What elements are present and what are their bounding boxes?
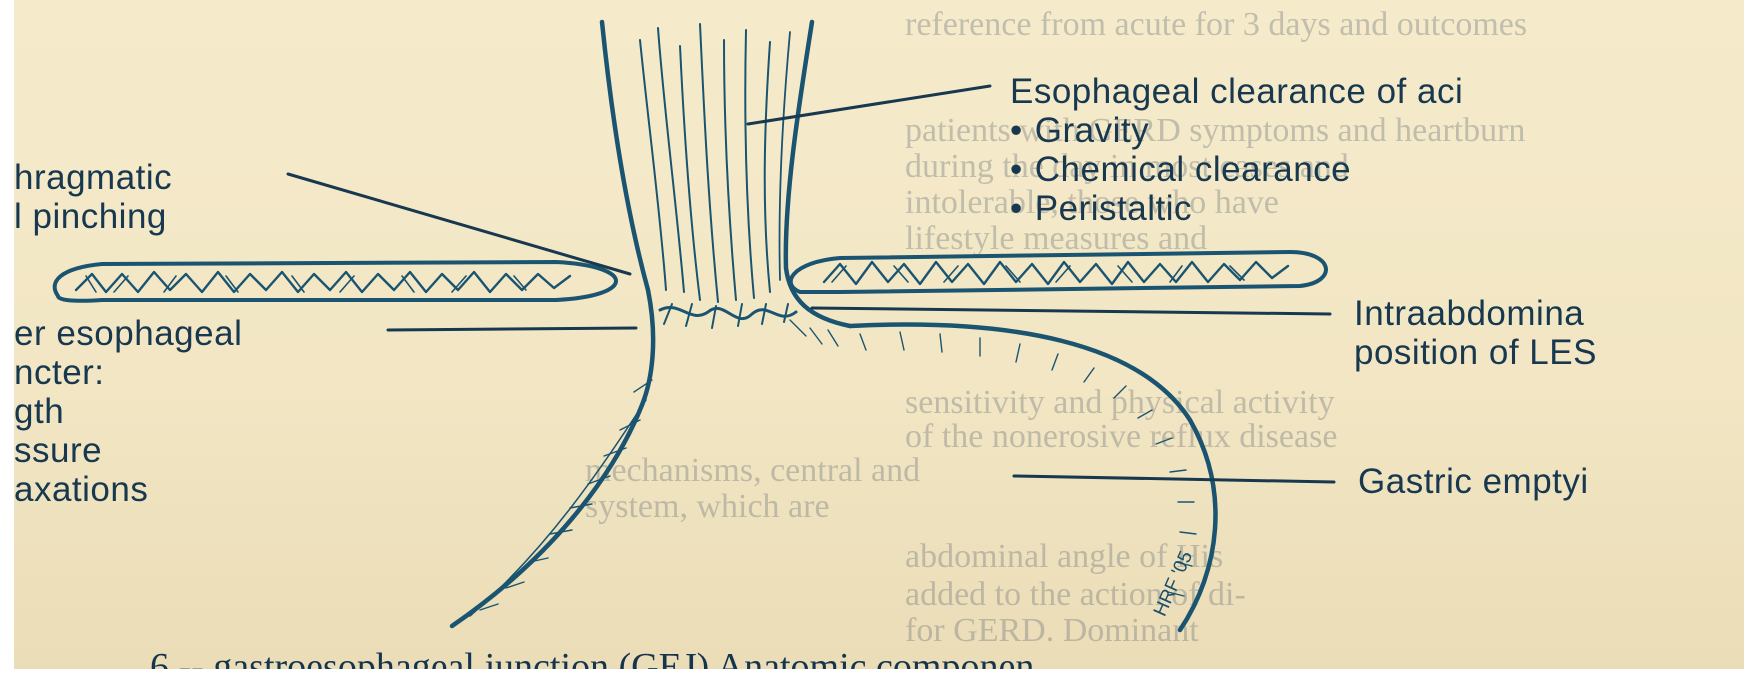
label-lower-esophageal-sphincter: er esophageal ncter: gth ssure axations bbox=[14, 316, 242, 511]
label-diaphragmatic-pinching: hragmatic l pinching bbox=[14, 160, 172, 238]
label-line: hragmatic bbox=[14, 160, 172, 199]
label-line: position of LES bbox=[1354, 335, 1597, 374]
bullet-dot: • bbox=[1010, 150, 1023, 189]
label-line: ncter: bbox=[14, 355, 242, 394]
leader-line-diaphragmatic bbox=[288, 174, 630, 274]
bullet-item: • Chemical clearance bbox=[1010, 152, 1463, 191]
label-intraabdominal-position: Intraabdomina position of LES bbox=[1354, 296, 1597, 374]
left-diaphragm-crus bbox=[55, 262, 616, 301]
label-line: l pinching bbox=[14, 199, 172, 238]
leader-line-les bbox=[388, 328, 636, 330]
label-line: Intraabdomina bbox=[1354, 296, 1597, 335]
bottom-border bbox=[0, 669, 1744, 686]
label-gastric-emptying: Gastric emptyi bbox=[1358, 464, 1589, 499]
label-line: axations bbox=[14, 472, 242, 511]
label-line: gth bbox=[14, 394, 242, 433]
bullet-dot: • bbox=[1010, 111, 1023, 150]
bullet-text: Peristaltic bbox=[1035, 189, 1192, 228]
esophagus bbox=[452, 22, 850, 626]
label-esophageal-clearance-title: Esophageal clearance of aci bbox=[1010, 74, 1463, 113]
bullet-item: • Peristaltic bbox=[1010, 191, 1463, 230]
bullet-item: • Gravity bbox=[1010, 113, 1463, 152]
bullet-dot: • bbox=[1010, 189, 1023, 228]
stomach bbox=[470, 320, 1215, 630]
left-border bbox=[0, 0, 14, 686]
leader-line-intraabdominal bbox=[812, 308, 1330, 314]
bullet-text: Gravity bbox=[1035, 111, 1149, 150]
bullet-text: Chemical clearance bbox=[1035, 150, 1351, 189]
label-line: ssure bbox=[14, 433, 242, 472]
right-diaphragm-crus bbox=[791, 252, 1326, 292]
leader-line-gastric bbox=[1014, 476, 1334, 482]
label-esophageal-clearance: Esophageal clearance of aci • Gravity • Ch… bbox=[1010, 74, 1463, 230]
label-line: er esophageal bbox=[14, 316, 242, 355]
